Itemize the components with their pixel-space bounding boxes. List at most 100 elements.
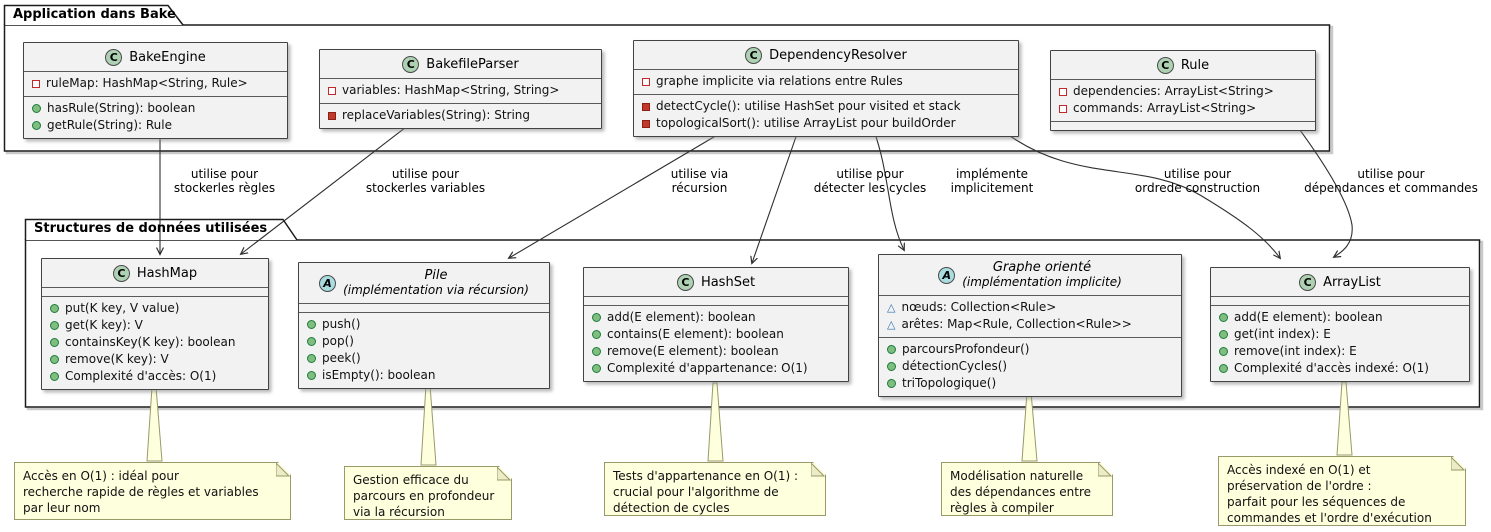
public-method-icon	[50, 321, 59, 330]
attributes-compartment: ruleMap: HashMap<String, Rule>	[24, 71, 287, 96]
member-row: replaceVariables(String): String	[328, 107, 593, 124]
member-row: add(E element): boolean	[592, 309, 840, 326]
note-hashmap: Accès en O(1) : idéal pour recherche rap…	[14, 462, 291, 520]
methods-compartment: detectCycle(): utilise HashSet pour visi…	[634, 94, 1018, 136]
class-hashmap: C HashMap put(K key, V value)get(K key):…	[41, 258, 269, 390]
class-stereotype-icon: C	[745, 46, 763, 64]
public-method-icon	[307, 337, 316, 346]
member-text: Complexité d'appartenance: O(1)	[607, 361, 808, 375]
public-method-icon	[887, 379, 896, 388]
member-text: peek()	[322, 351, 361, 365]
member-row: parcoursProfondeur()	[887, 341, 1173, 358]
public-method-icon	[50, 355, 59, 364]
member-row: detectCycle(): utilise HashSet pour visi…	[642, 98, 1010, 115]
note-fold-icon	[1451, 457, 1465, 471]
member-row: topologicalSort(): utilise ArrayList pou…	[642, 115, 1010, 132]
abstract-stereotype-icon: A	[938, 266, 956, 284]
member-row: remove(K key): V	[50, 351, 260, 368]
note-connector-arraylist	[1336, 381, 1353, 456]
methods-compartment: add(E element): boolean get(int index): E…	[1211, 305, 1469, 381]
class-title: C ArrayList	[1211, 268, 1469, 296]
class-title: C HashMap	[42, 259, 268, 287]
edge-label: utilise via récursion	[670, 167, 729, 195]
class-name: Rule	[1180, 57, 1210, 73]
member-row: △arêtes: Map<Rule, Collection<Rule>>	[887, 316, 1173, 333]
member-row: remove(int index): E	[1219, 343, 1461, 360]
class-dependencyresolver: C DependencyResolver graphe implicite vi…	[633, 40, 1019, 137]
member-text: add(E element): boolean	[607, 310, 756, 324]
note-pile: Gestion efficace du parcours en profonde…	[344, 466, 512, 520]
member-text: contains(E element): boolean	[607, 327, 784, 341]
class-graphe-oriente: A Graphe orienté (implémentation implici…	[878, 254, 1182, 397]
note-fold-icon	[811, 463, 825, 477]
public-method-icon	[307, 371, 316, 380]
note-arraylist: Accès indexé en O(1) et préservation de …	[1218, 456, 1466, 526]
edge-dependencyresolver-hashset	[752, 130, 799, 263]
member-row: graphe implicite via relations entre Rul…	[642, 73, 1010, 90]
class-name: Pile	[424, 268, 448, 283]
note-connector-hashset	[707, 382, 724, 462]
member-text: get(int index): E	[1234, 327, 1331, 341]
public-method-icon	[1219, 313, 1228, 322]
member-row: containsKey(K key): boolean	[50, 334, 260, 351]
class-title: C DependencyResolver	[634, 41, 1018, 69]
member-text: add(E element): boolean	[1234, 310, 1383, 324]
class-stereotype-icon: C	[676, 273, 694, 291]
member-text: nœuds: Collection<Rule>	[901, 300, 1057, 314]
private-method-icon	[642, 119, 650, 128]
edge-label: utilise pour détecter les cycles	[813, 167, 927, 195]
member-row: isEmpty(): boolean	[307, 367, 541, 384]
private-field-icon	[328, 86, 336, 95]
package-application-tab	[3, 4, 184, 26]
member-row: hasRule(String): boolean	[32, 100, 279, 117]
member-text: Complexité d'accès indexé: O(1)	[1234, 361, 1429, 375]
methods-compartment: parcoursProfondeur()détectionCycles() tri…	[879, 337, 1181, 396]
public-method-icon	[592, 330, 601, 339]
package-title-structures: Structures de données utilisées	[34, 221, 268, 236]
member-row: contains(E element): boolean	[592, 326, 840, 343]
public-method-icon	[50, 338, 59, 347]
member-row: triTopologique()	[887, 375, 1173, 392]
private-method-icon	[328, 111, 336, 120]
edge-label: implémente implicitement	[950, 167, 1034, 195]
public-method-icon	[592, 347, 601, 356]
attributes-compartment: variables: HashMap<String, String>	[320, 78, 601, 103]
methods-compartment: replaceVariables(String): String	[320, 103, 601, 128]
methods-compartment	[1051, 121, 1315, 130]
member-text: getRule(String): Rule	[47, 118, 172, 132]
package-field-icon: △	[887, 318, 896, 331]
note-fold-icon	[497, 467, 511, 481]
methods-compartment: put(K key, V value)get(K key): V contains…	[42, 296, 268, 389]
package-structures-tab	[24, 218, 298, 241]
edge-label: utilise pour stockerles variables	[365, 167, 486, 195]
member-text: détectionCycles()	[902, 359, 1008, 373]
member-row: put(K key, V value)	[50, 300, 260, 317]
private-field-icon	[32, 79, 40, 88]
private-field-icon	[1059, 104, 1067, 113]
class-title: C HashSet	[584, 268, 848, 296]
member-text: remove(int index): E	[1234, 344, 1357, 358]
private-field-icon	[1059, 87, 1067, 96]
member-row: pop()	[307, 333, 541, 350]
class-rule: C Rule dependencies: ArrayList<String>co…	[1050, 50, 1316, 131]
public-method-icon	[50, 304, 59, 313]
attributes-compartment	[42, 287, 268, 296]
member-row: get(int index): E	[1219, 326, 1461, 343]
member-text: isEmpty(): boolean	[322, 368, 436, 382]
member-text: ruleMap: HashMap<String, Rule>	[46, 76, 248, 90]
package-field-icon: △	[887, 301, 896, 314]
public-method-icon	[887, 362, 896, 371]
public-method-icon	[1219, 347, 1228, 356]
class-name: HashMap	[136, 265, 198, 281]
note-fold-icon	[276, 463, 290, 477]
member-row: Complexité d'accès indexé: O(1)	[1219, 360, 1461, 377]
class-name: ArrayList	[1323, 274, 1381, 290]
member-text: dependencies: ArrayList<String>	[1073, 84, 1274, 98]
public-method-icon	[592, 364, 601, 373]
member-text: commands: ArrayList<String>	[1073, 101, 1257, 115]
methods-compartment: add(E element): boolean contains(E elemen…	[584, 305, 848, 381]
class-name: BakefileParser	[426, 56, 519, 72]
member-text: topologicalSort(): utilise ArrayList pou…	[656, 116, 956, 130]
package-title-application: Application dans Bake	[13, 7, 176, 22]
member-text: get(K key): V	[65, 318, 143, 332]
